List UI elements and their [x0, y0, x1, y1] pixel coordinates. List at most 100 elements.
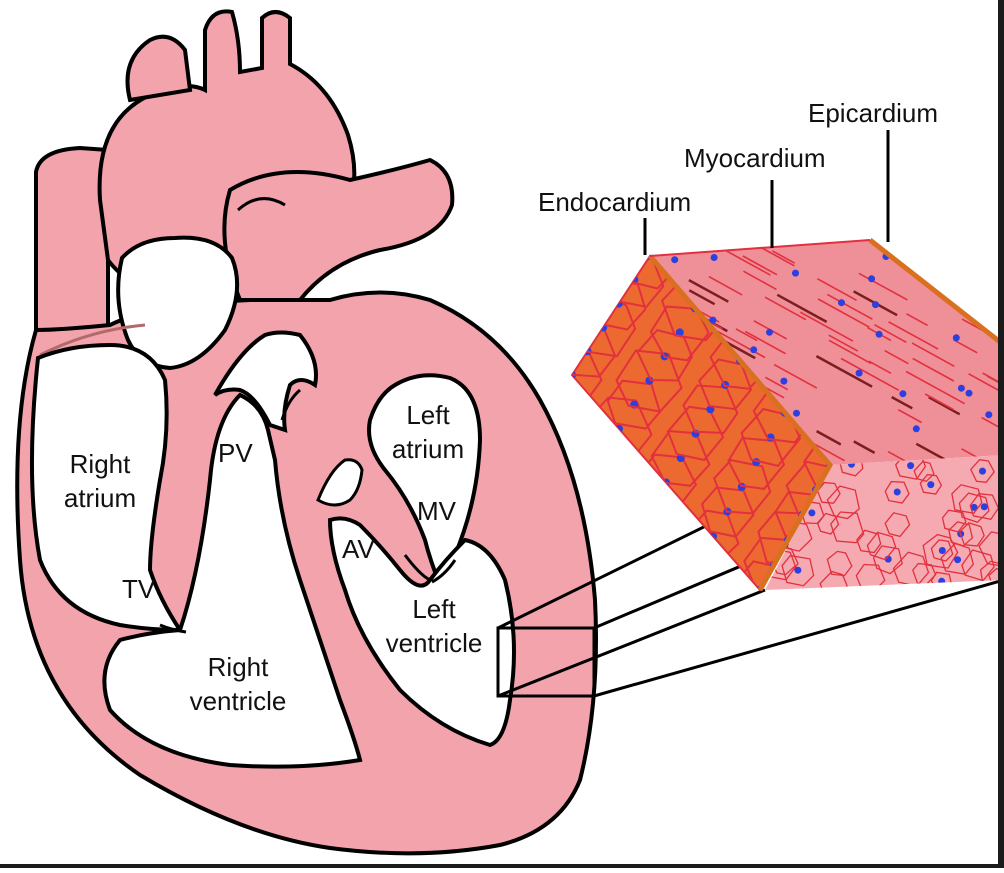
- front-nucleus: [980, 503, 988, 511]
- endocardium-cell: [713, 459, 772, 515]
- myocardium-top: [650, 240, 1004, 465]
- fiber-nucleus: [973, 297, 981, 305]
- muscle-fiber: [776, 293, 828, 323]
- muscle-fiber: [965, 266, 1003, 289]
- left-ventricle-cavity: [327, 516, 516, 748]
- fiber-nucleus: [872, 301, 879, 309]
- septum-fold: [236, 197, 286, 212]
- front-nucleus: [893, 488, 901, 496]
- mitral-valve-leaflet-2: [431, 559, 457, 584]
- muscle-fiber: [874, 323, 907, 344]
- cell-nucleus: [645, 376, 654, 385]
- fiber-nucleus: [965, 389, 973, 397]
- muscle-fiber: [688, 279, 729, 303]
- fiber-nucleus: [899, 390, 907, 398]
- front-cell: [866, 531, 897, 561]
- aorta-lumen: [116, 235, 240, 371]
- pulmonary-valve-tip: [280, 388, 301, 421]
- right-ventricle-cavity: [102, 392, 363, 769]
- muscle-fiber: [744, 330, 786, 355]
- muscle-fiber: [828, 339, 872, 365]
- epicardium-edge: [868, 238, 1004, 347]
- muscle-fiber: [888, 321, 939, 350]
- front-cell: [856, 529, 882, 554]
- fiber-nucleus: [912, 425, 920, 433]
- endocardium-cell: [700, 486, 755, 538]
- fiber-nucleus: [899, 254, 906, 262]
- muscle-fiber: [826, 293, 873, 320]
- zoom-line: [593, 578, 1004, 698]
- muscle-fiber: [912, 357, 955, 382]
- muscle-fiber: [772, 250, 796, 264]
- av-label: AV: [342, 534, 375, 564]
- muscle-fiber: [858, 272, 908, 301]
- pulmonary-artery: [222, 157, 455, 302]
- myocardium-label: Myocardium: [684, 143, 826, 173]
- front-nucleus: [927, 481, 935, 489]
- endocardium-cell: [616, 256, 685, 290]
- front-nucleus: [938, 547, 946, 554]
- fiber-nucleus: [957, 384, 965, 392]
- aortic-branch: [125, 34, 193, 103]
- tricuspid-valve: [159, 623, 187, 634]
- muscle-fiber: [897, 408, 922, 424]
- front-nucleus: [954, 556, 962, 564]
- front-cell: [951, 484, 983, 515]
- fiber-nucleus: [875, 330, 883, 338]
- muscle-fiber: [906, 313, 928, 327]
- muscle-fiber: [815, 430, 842, 446]
- fiber-nucleus: [985, 411, 993, 419]
- muscle-fiber: [982, 372, 1004, 388]
- muscle-fiber: [815, 355, 873, 388]
- tissue-front-face: [765, 455, 1004, 590]
- cell-nucleus: [572, 371, 576, 379]
- tissue-labels: Endocardium Myocardium Epicardium: [538, 98, 938, 217]
- pv-label: PV: [218, 438, 253, 468]
- muscle-fiber: [953, 339, 978, 354]
- fiber-nucleus: [793, 409, 800, 417]
- muscle-fiber: [853, 440, 876, 454]
- fiber-nucleus: [868, 275, 876, 283]
- muscle-fiber: [743, 270, 777, 291]
- right-atrium-cavity: [29, 342, 184, 633]
- fiber-nucleus: [838, 299, 845, 307]
- front-cell: [872, 545, 903, 575]
- muscle-fiber: [916, 258, 954, 281]
- fiber-nucleus: [710, 254, 718, 261]
- fiber-nucleus: [671, 256, 679, 264]
- front-cell: [922, 533, 959, 569]
- muscle-fiber: [928, 396, 961, 416]
- image-border-right: [998, 0, 1004, 868]
- muscle-fiber: [924, 393, 954, 411]
- muscle-fiber: [735, 328, 758, 342]
- fiber-nucleus: [952, 334, 960, 342]
- front-cell: [830, 511, 865, 544]
- front-cell: [855, 563, 886, 590]
- muscle-fiber: [799, 311, 854, 342]
- muscle-fiber: [764, 376, 789, 391]
- muscle-fiber: [887, 450, 944, 465]
- zoom-line: [497, 588, 766, 698]
- coronary-vessel: [39, 323, 146, 357]
- heart-illustration: [15, 9, 598, 856]
- muscle-fiber: [911, 342, 955, 368]
- muscle-fiber: [817, 298, 870, 328]
- tv-label: TV: [122, 574, 156, 604]
- front-cell: [826, 550, 853, 577]
- front-cell: [930, 539, 954, 562]
- front-cell: [826, 485, 861, 520]
- muscle-fiber: [708, 275, 743, 296]
- fiber-nucleus: [792, 269, 799, 277]
- front-cell: [884, 512, 911, 538]
- muscle-fiber: [905, 370, 966, 405]
- muscle-fiber: [884, 349, 909, 365]
- muscle-fiber: [688, 289, 716, 306]
- front-cell: [959, 522, 985, 547]
- front-nucleus: [808, 509, 816, 517]
- fiber-nucleus: [979, 312, 987, 320]
- cell-nucleus: [675, 328, 684, 337]
